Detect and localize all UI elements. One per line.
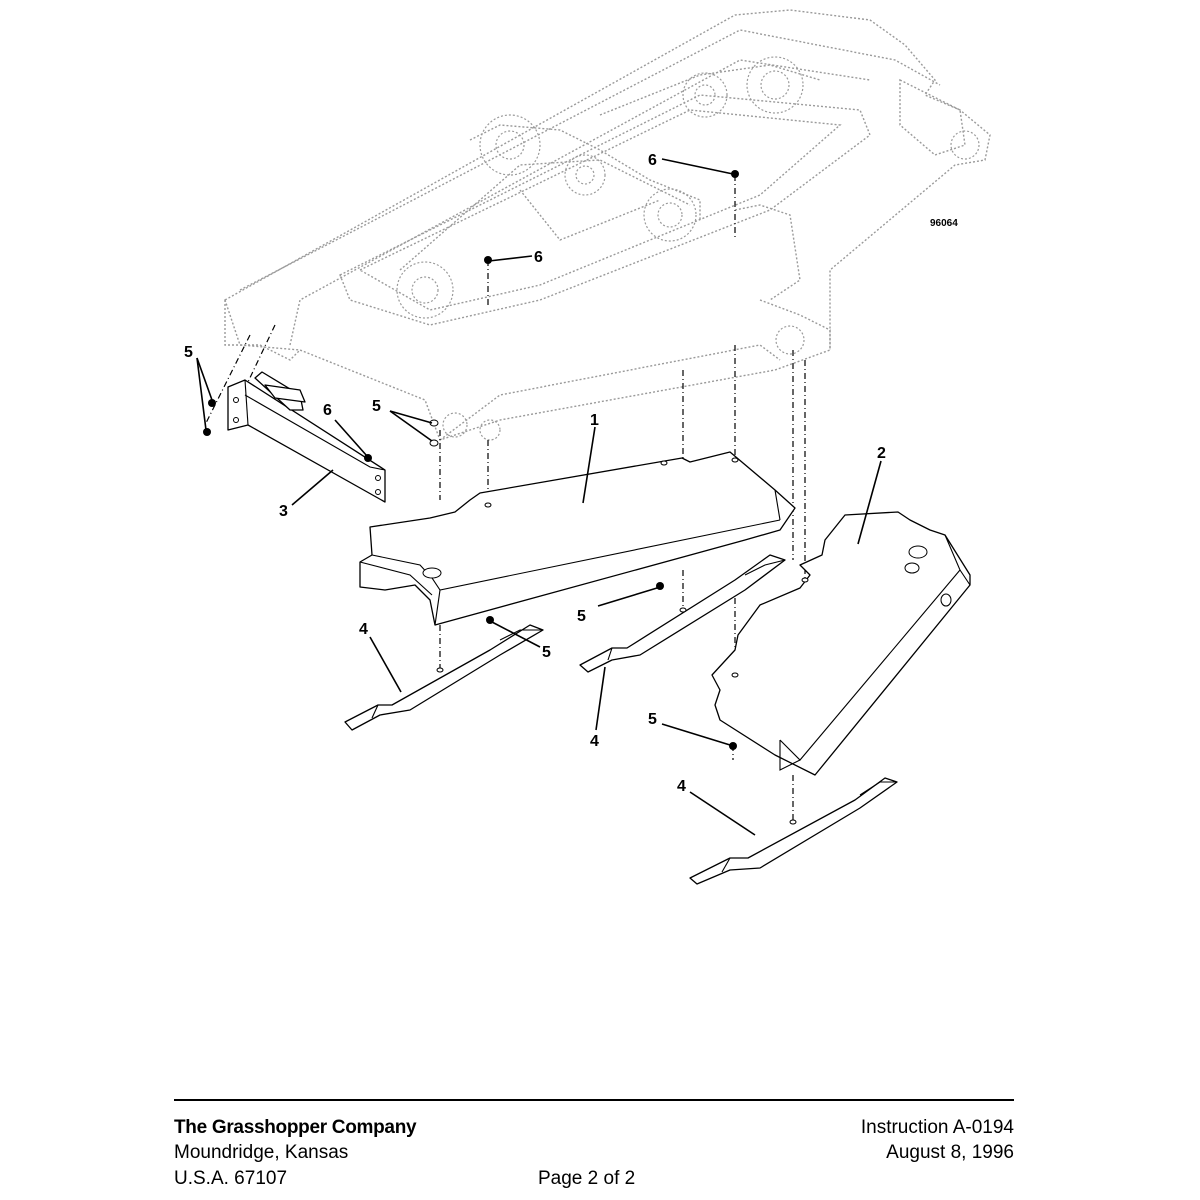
figure-number: 96064: [930, 218, 958, 229]
page-number: Page 2 of 2: [538, 1168, 636, 1189]
footer-divider: [174, 1099, 1014, 1101]
instruction-number: Instruction A-0194: [860, 1117, 1014, 1138]
part-3-side-baffle: [203, 371, 386, 503]
callout-5-deck: 5: [372, 398, 381, 415]
callout-labels: 1 2 3 4 4 4 5 5 5 5 5 6 6 6 96064: [184, 152, 958, 795]
company-country: U.S.A. 67107: [174, 1168, 288, 1189]
callout-2: 2: [877, 445, 886, 462]
callout-3: 3: [279, 503, 288, 520]
callout-5-right-bolt: 5: [648, 711, 657, 728]
exploded-parts-diagram: 1 2 3 4 4 4 5 5 5 5 5 6 6 6 96064: [184, 9, 991, 885]
callout-4-center-blade: 4: [590, 733, 599, 750]
callout-6-deck-right: 6: [648, 152, 657, 169]
company-name: The Grasshopper Company: [174, 1117, 417, 1138]
callout-1: 1: [590, 412, 599, 429]
callout-4-left-blade: 4: [359, 621, 368, 638]
part-4-blade-left: [344, 624, 544, 731]
company-city: Moundridge, Kansas: [174, 1142, 349, 1163]
callout-5-left-bolt: 5: [542, 644, 551, 661]
leader-lines: [196, 158, 882, 836]
part-1-center-baffle: [359, 451, 796, 626]
callout-5-center-bolt: 5: [577, 608, 586, 625]
callout-5-side-baffle: 5: [184, 344, 193, 361]
part-4-blade-right: [689, 777, 898, 885]
hardware-fasteners: [429, 170, 739, 750]
instruction-date: August 8, 1996: [886, 1142, 1014, 1163]
part-2-right-baffle: [711, 511, 971, 776]
mower-deck-ghost: [224, 9, 991, 441]
callout-4-right-blade: 4: [677, 778, 686, 795]
part-4-blade-center: [579, 554, 786, 673]
callout-6-deck-center: 6: [534, 249, 543, 266]
callout-6-side-baffle: 6: [323, 402, 332, 419]
